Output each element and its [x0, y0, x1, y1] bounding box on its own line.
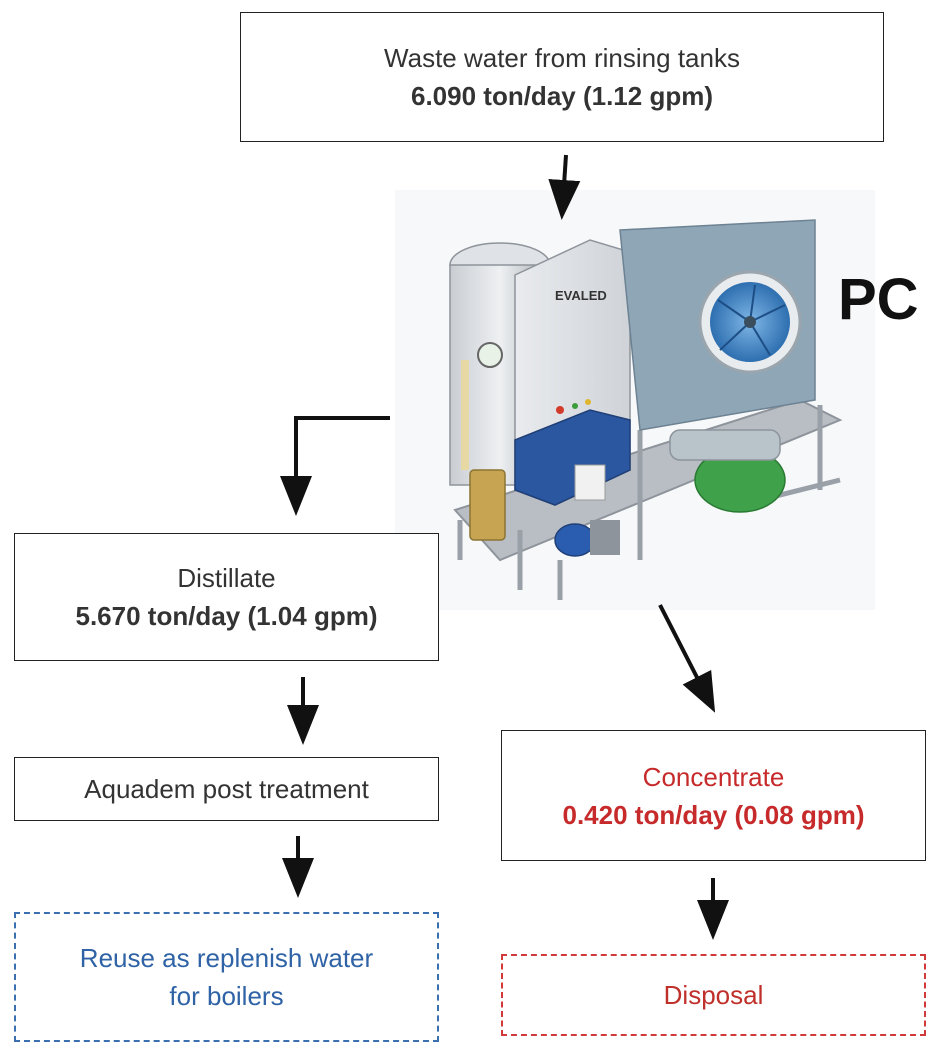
- distillate-title: Distillate: [177, 563, 276, 593]
- post-treatment-title: Aquadem post treatment: [84, 774, 369, 804]
- reuse-box: Reuse as replenish water for boilers: [14, 912, 439, 1042]
- evaled-brand-label: EVALED: [555, 288, 607, 303]
- arrow-unit-to-concentrate: [658, 604, 716, 713]
- distillate-box: Distillate 5.670 ton/day (1.04 gpm): [14, 533, 439, 661]
- evaporator-unit-illustration: EVALED: [395, 190, 875, 610]
- concentrate-box: Concentrate 0.420 ton/day (0.08 gpm): [501, 730, 926, 861]
- reuse-line-2: for boilers: [169, 981, 284, 1011]
- flow-arrows: [280, 154, 729, 940]
- reuse-line-1: Reuse as replenish water: [79, 943, 374, 973]
- source-title: Waste water from rinsing tanks: [384, 43, 740, 73]
- aquadem-post-treatment-box: Aquadem post treatment: [14, 757, 439, 821]
- disposal-box: Disposal: [501, 954, 926, 1036]
- arrow-source-to-unit: [548, 154, 581, 220]
- arrow-unit-to-distillate: [280, 416, 390, 516]
- concentrate-title: Concentrate: [642, 761, 785, 792]
- concentrate-rate: 0.420 ton/day (0.08 gpm): [562, 799, 865, 830]
- source-rate: 6.090 ton/day (1.12 gpm): [411, 81, 713, 111]
- waste-water-source-box: Waste water from rinsing tanks 6.090 ton…: [240, 12, 884, 142]
- disposal-title: Disposal: [663, 980, 764, 1010]
- distillate-rate: 5.670 ton/day (1.04 gpm): [75, 601, 378, 631]
- pc-label: PC: [838, 267, 919, 332]
